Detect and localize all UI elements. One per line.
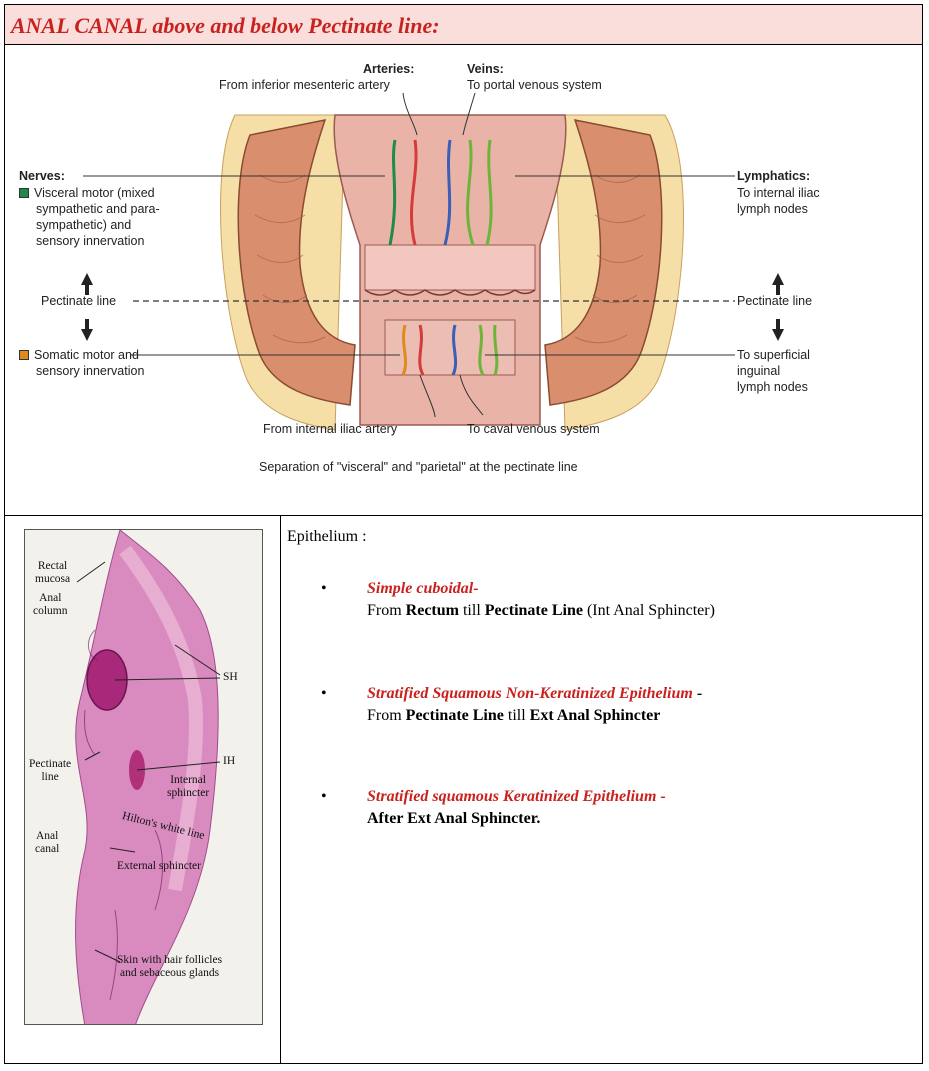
internal-iliac-label: From internal iliac artery bbox=[263, 422, 398, 436]
page-title: ANAL CANAL above and below Pectinate lin… bbox=[11, 13, 440, 38]
arteries-label: From inferior mesenteric artery bbox=[219, 78, 390, 92]
somatic-color-swatch bbox=[19, 350, 29, 360]
epithelium-type: Stratified squamous Keratinized Epitheli… bbox=[367, 788, 666, 805]
epithelium-type: Simple cuboidal- bbox=[367, 580, 479, 597]
veins-label: To portal venous system bbox=[467, 78, 602, 92]
visceral-color-swatch bbox=[19, 188, 29, 198]
anatomy-figure: Arteries: From inferior mesenteric arter… bbox=[5, 45, 922, 516]
external-sphincter-label: External sphincter bbox=[117, 860, 201, 872]
ih-label: IH bbox=[223, 755, 236, 767]
visceral-nerves-label: Visceral motor (mixed sympathetic and pa… bbox=[19, 185, 160, 249]
sh-label: SH bbox=[223, 671, 238, 683]
nerves-heading: Nerves: bbox=[19, 169, 65, 183]
pectinate-line-left-label: Pectinate line bbox=[41, 294, 117, 308]
histology-section-illustration bbox=[75, 530, 221, 1024]
bullet: • bbox=[321, 788, 327, 805]
title-bar: ANAL CANAL above and below Pectinate lin… bbox=[5, 5, 922, 45]
arteries-heading: Arteries: bbox=[363, 62, 415, 76]
figure-caption: Separation of "visceral" and "parietal" … bbox=[259, 460, 578, 474]
pectinate-line-right-label: Pectinate line bbox=[737, 294, 813, 308]
epithelium-type: Stratified Squamous Non-Keratinized Epit… bbox=[367, 685, 693, 702]
bullet: • bbox=[321, 685, 327, 702]
lymphatics-heading: Lymphatics: bbox=[737, 169, 811, 183]
caval-label: To caval venous system bbox=[467, 422, 600, 436]
somatic-nerves-label: Somatic motor and sensory innervation bbox=[19, 347, 144, 379]
epithelium-heading: Epithelium : bbox=[287, 528, 367, 545]
document-frame: ANAL CANAL above and below Pectinate lin… bbox=[4, 4, 923, 1064]
veins-heading: Veins: bbox=[467, 62, 504, 76]
bullet: • bbox=[321, 580, 327, 597]
anal-canal-illustration bbox=[81, 92, 784, 431]
epithelium-panel: Epithelium : • Simple cuboidal- From Rec… bbox=[287, 528, 715, 827]
